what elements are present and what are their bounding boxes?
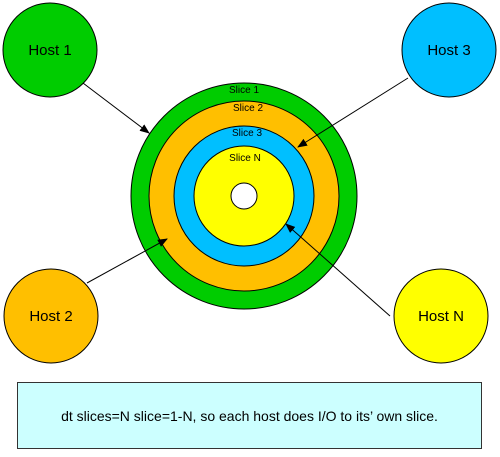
ring-label-slice-1: Slice 1: [229, 85, 259, 96]
host-n-label: Host N: [418, 308, 464, 325]
arrow-host-3-to-slice-3: [297, 77, 409, 148]
host-3-label: Host 3: [427, 42, 470, 59]
ring-label-slice-n: Slice N: [229, 153, 261, 164]
host-2-label: Host 2: [29, 308, 72, 325]
disk: Slice 1 Slice 2 Slice 3 Slice N: [130, 82, 358, 310]
arrow-host-1-to-slice-1: [78, 79, 150, 134]
caption-box: dt slices=N slice=1-N, so each host does…: [17, 382, 482, 449]
arrows: [78, 77, 409, 317]
disk-hole: [230, 182, 258, 210]
ring-label-slice-2: Slice 2: [233, 103, 263, 114]
arrow-host-n-to-slice-n: [285, 223, 391, 317]
host-2: Host 2: [3, 268, 99, 364]
host-3: Host 3: [401, 2, 497, 98]
host-1: Host 1: [2, 2, 98, 98]
caption-text: dt slices=N slice=1-N, so each host does…: [61, 407, 438, 424]
ring-label-slice-3: Slice 3: [232, 128, 262, 139]
host-n: Host N: [393, 268, 489, 364]
arrow-host-2-to-slice-2: [86, 238, 168, 284]
host-1-label: Host 1: [28, 42, 71, 59]
